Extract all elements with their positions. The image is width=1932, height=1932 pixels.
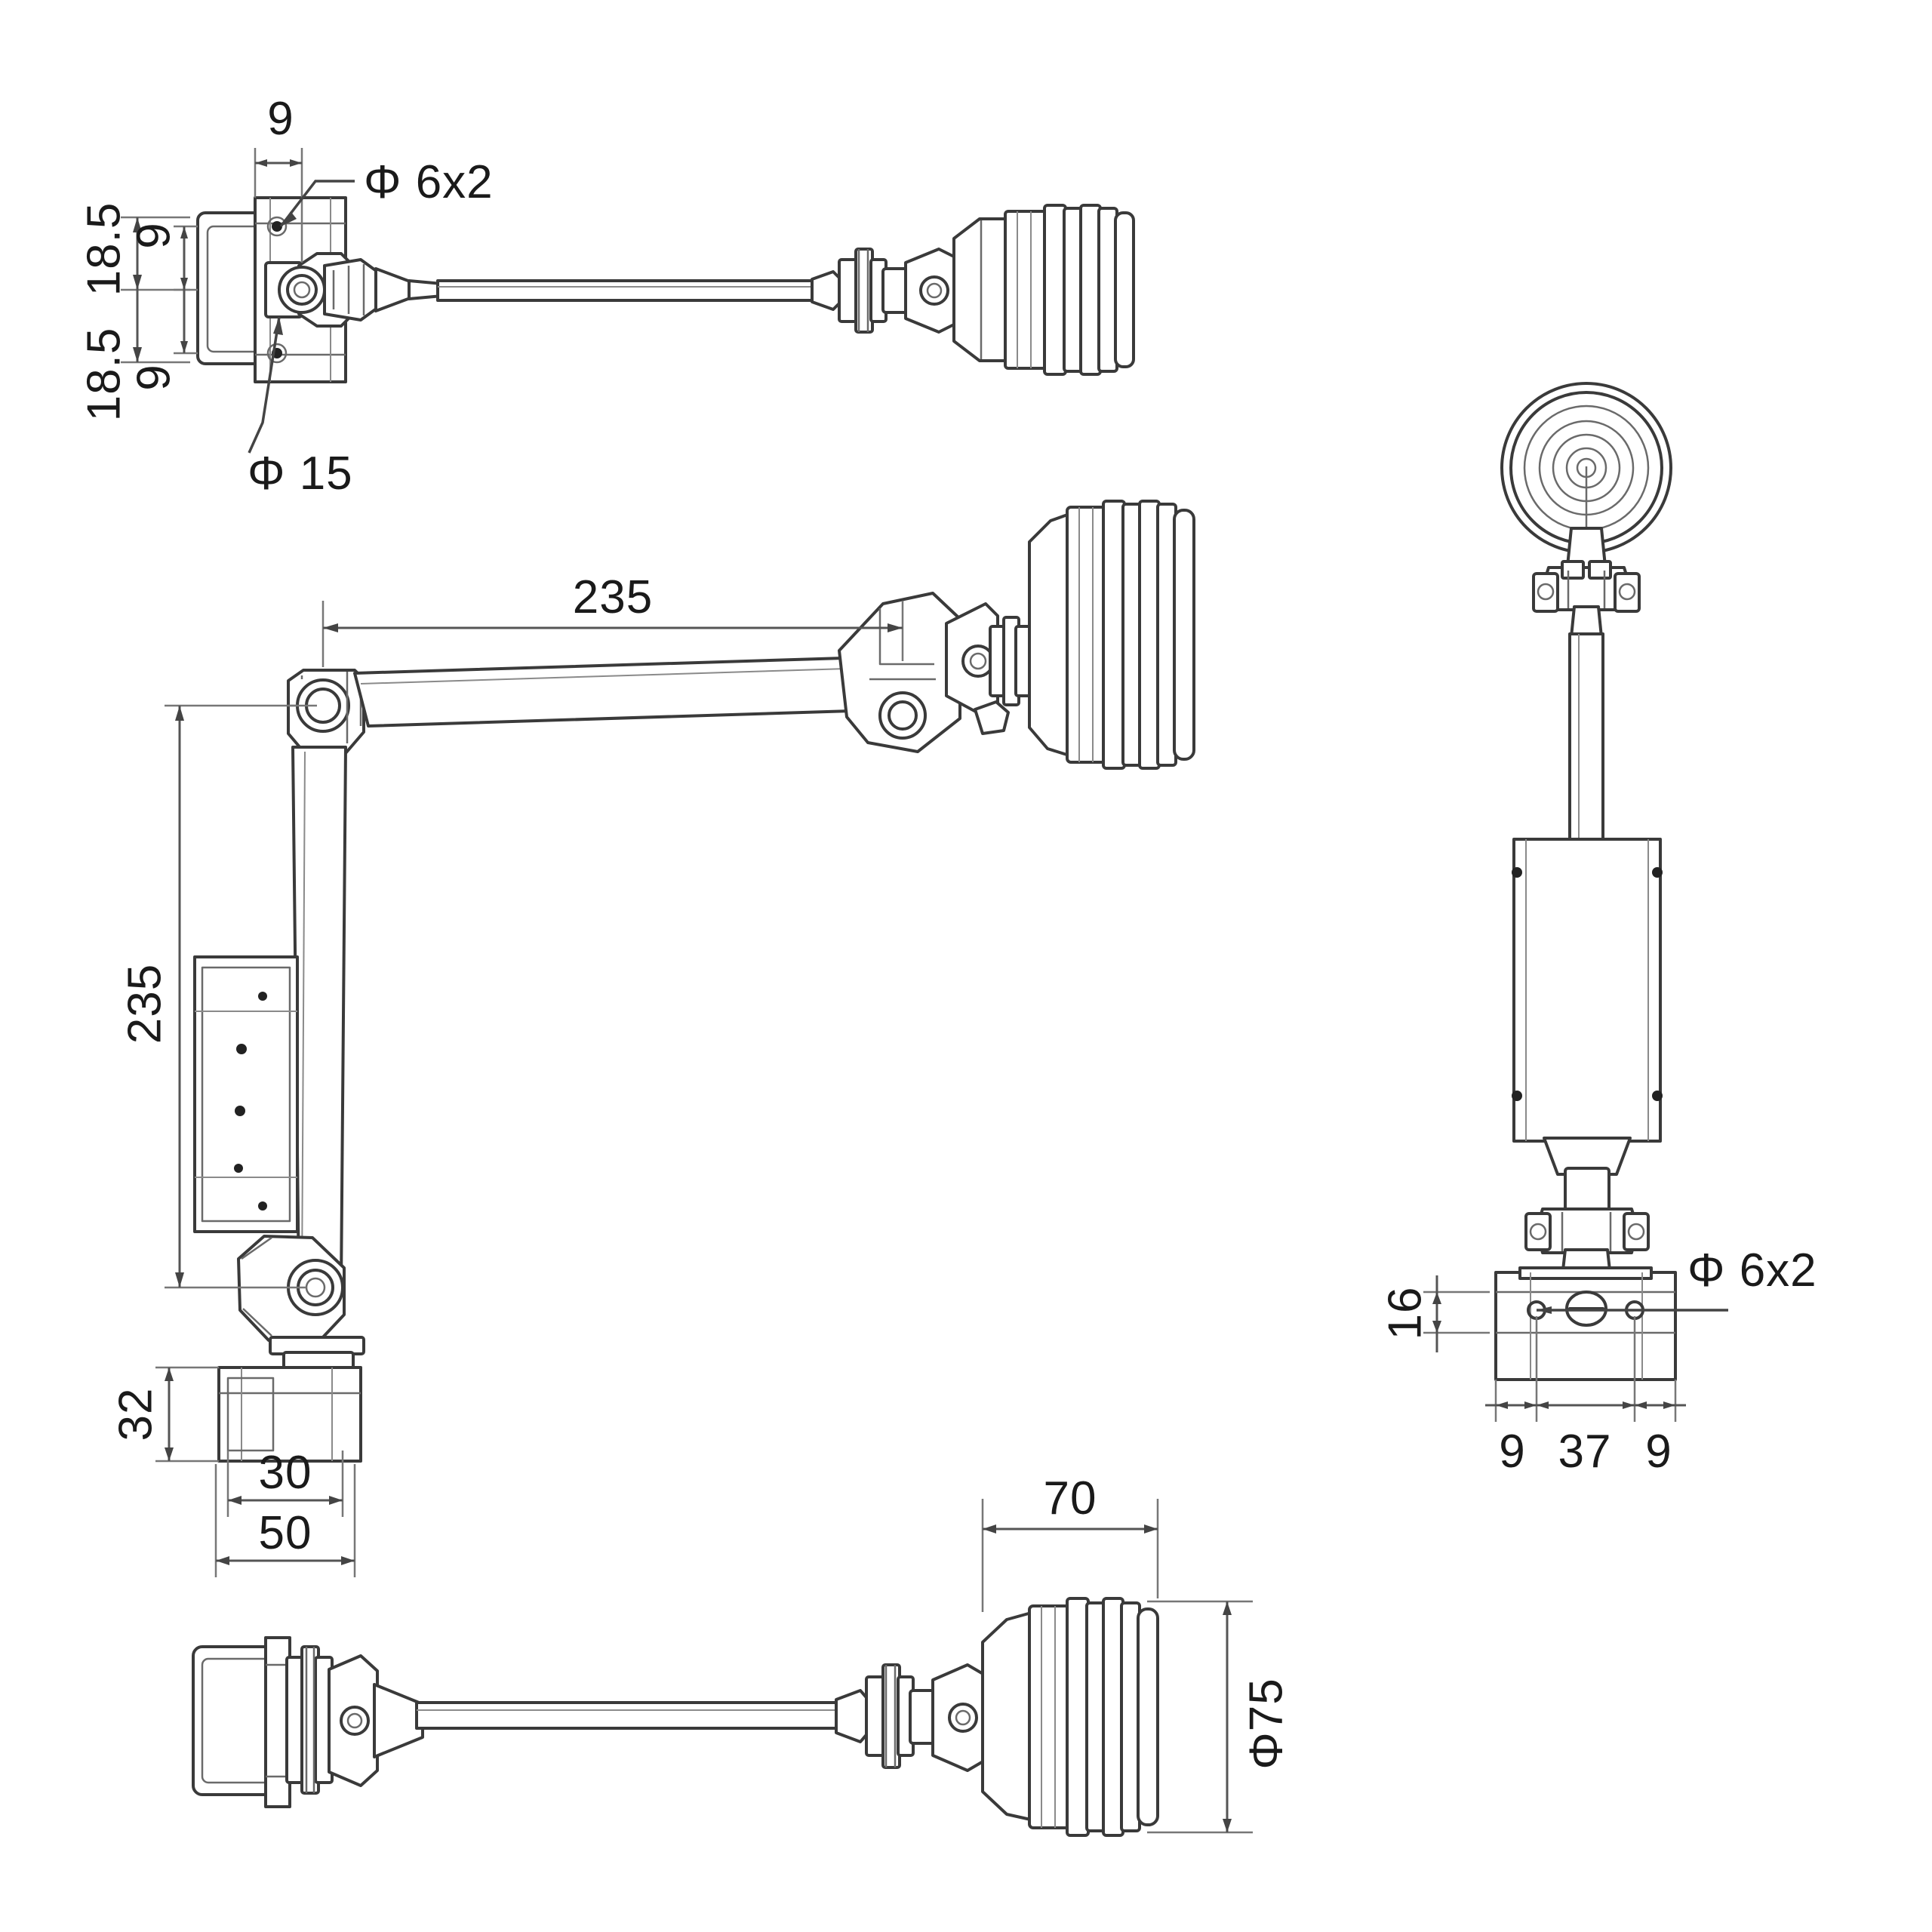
side-view-mount-base — [217, 1336, 365, 1463]
side-view-head-elbow — [838, 592, 1032, 753]
dim-label-16: 16 — [1379, 1287, 1431, 1340]
dim-label-phi75: Φ75 — [1240, 1678, 1292, 1769]
dim-label-30: 30 — [259, 1447, 312, 1499]
bottom-view-mount-base — [192, 1636, 291, 1808]
side-view-elbow-joint — [287, 669, 365, 755]
dim-label-70: 70 — [1044, 1472, 1097, 1524]
dim-label-18-5-upper: 18.5 — [78, 202, 130, 297]
lamp-head-dimensions: 70 Φ75 — [981, 1472, 1292, 1834]
dim-label-18-5-lower: 18.5 — [78, 328, 130, 422]
dim-label-9-horizontal: 9 — [267, 93, 294, 145]
side-view-lower-arm — [291, 746, 347, 1287]
callout-phi6x2-front: Φ 6x2 — [1687, 1244, 1817, 1297]
bottom-view-head-joint — [835, 1663, 987, 1772]
dim-label-9-upper: 9 — [128, 222, 180, 248]
top-view-group: 18.5 18.5 9 9 9 Φ 6x2 — [78, 93, 1135, 500]
callout-phi15: Φ 15 — [248, 448, 353, 500]
front-view-ballast-box — [1512, 838, 1663, 1143]
side-view-lamp-head — [1028, 500, 1195, 770]
dim-label-37: 37 — [1558, 1426, 1612, 1478]
top-view-lamp-head — [952, 204, 1135, 376]
front-view-lamp-head — [1500, 382, 1672, 575]
dim-label-50: 50 — [259, 1507, 312, 1559]
callout-phi6x2-top: Φ 6x2 — [364, 156, 494, 208]
dim-label-9-front-right: 9 — [1645, 1426, 1672, 1478]
top-view-arm-neck — [374, 267, 444, 312]
side-view-ballast-box — [193, 955, 299, 1233]
top-view-dimensions: 18.5 18.5 9 9 9 Φ 6x2 — [78, 93, 494, 500]
bottom-view-group: 70 Φ75 — [192, 1472, 1292, 1837]
dim-label-235-horizontal: 235 — [573, 571, 653, 623]
bottom-view-lamp-head — [981, 1597, 1159, 1837]
side-view-group: 235 235 32 30 — [109, 500, 1195, 1577]
top-view-head-joint — [811, 248, 958, 334]
dim-label-32: 32 — [109, 1388, 162, 1441]
front-view-head-clamp — [1532, 560, 1641, 638]
front-view-base-plate — [1494, 1266, 1677, 1381]
top-view-mount-base — [196, 196, 347, 383]
side-view-dimensions: 235 235 32 30 — [109, 571, 904, 1577]
dim-label-235-vertical: 235 — [118, 964, 171, 1044]
front-view-base-clamp — [1524, 1208, 1650, 1278]
front-view-lower-neck — [1543, 1137, 1632, 1218]
side-view-upper-arm — [353, 657, 853, 728]
dim-label-9-front-left: 9 — [1499, 1426, 1525, 1478]
front-view-upper-tube — [1568, 632, 1604, 862]
dim-label-9-lower: 9 — [128, 364, 180, 390]
front-view-dimensions: 16 9 37 9 Φ 6x2 — [1379, 1244, 1817, 1478]
bottom-view-arm-tube — [415, 1701, 841, 1730]
top-view-base-swivel — [278, 252, 379, 328]
bottom-view-base-swivel — [285, 1645, 424, 1795]
top-view-arm-tube — [436, 279, 817, 302]
front-view-group: 16 9 37 9 Φ 6x2 — [1379, 382, 1817, 1478]
